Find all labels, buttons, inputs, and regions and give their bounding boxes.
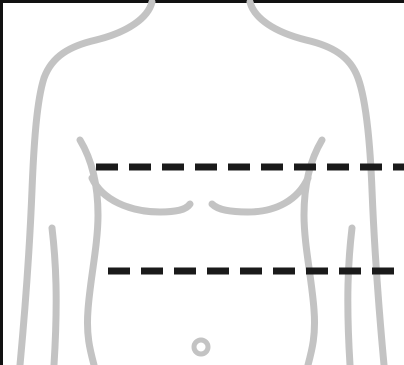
right-torso-side — [304, 140, 322, 365]
left-pectoral — [92, 178, 190, 212]
right-inner-arm — [348, 228, 352, 365]
navel — [194, 340, 208, 354]
frame-left-edge — [0, 0, 3, 365]
left-torso-side — [80, 140, 98, 365]
left-inner-arm — [52, 228, 56, 365]
torso-outline — [20, 2, 384, 365]
right-pectoral — [212, 178, 308, 212]
frame-top-edge — [0, 0, 404, 3]
